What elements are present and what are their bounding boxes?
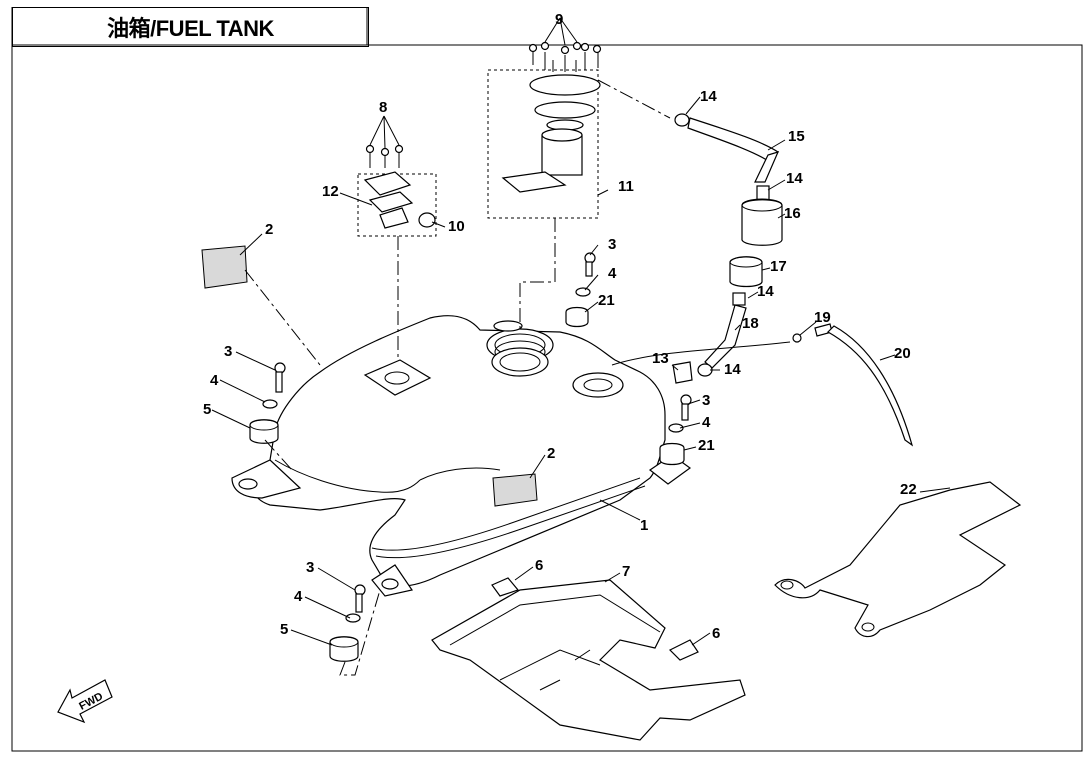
callout-3: 3 <box>608 236 616 253</box>
fwd-arrow-icon: FWD <box>57 679 113 724</box>
callout-13: 13 <box>652 350 669 367</box>
callout-16: 16 <box>784 205 801 222</box>
fuel-tank <box>231 315 692 597</box>
callout-12: 12 <box>322 183 339 200</box>
label-sticker <box>201 245 248 289</box>
diagram-title: 油箱/FUEL TANK <box>12 7 369 47</box>
callout-3: 3 <box>224 343 232 360</box>
callout-14: 14 <box>757 283 774 300</box>
callout-9: 9 <box>555 11 563 28</box>
callout-17: 17 <box>770 258 787 275</box>
callout-3: 3 <box>306 559 314 576</box>
callout-7: 7 <box>622 563 630 580</box>
mounting-hardware <box>249 252 692 676</box>
callout-4: 4 <box>702 414 711 431</box>
callout-15: 15 <box>788 128 805 145</box>
callout-21: 21 <box>598 292 615 309</box>
callout-22: 22 <box>900 481 917 498</box>
callout-5: 5 <box>280 621 288 638</box>
callout-4: 4 <box>210 372 219 389</box>
callout-3: 3 <box>702 392 710 409</box>
callout-1: 1 <box>640 517 648 534</box>
callout-14: 14 <box>786 170 803 187</box>
callout-8: 8 <box>379 99 387 116</box>
callout-10: 10 <box>448 218 465 235</box>
callout-5: 5 <box>203 401 211 418</box>
callout-labels: 1 2 2 3 3 3 3 4 4 4 4 5 5 6 6 7 8 9 10 1… <box>203 11 917 642</box>
callout-11: 11 <box>618 178 634 195</box>
callout-20: 20 <box>894 345 911 362</box>
callout-2: 2 <box>547 445 555 462</box>
heat-shield <box>774 481 1022 638</box>
callout-18: 18 <box>742 315 759 332</box>
fuel-hose-filter <box>597 79 914 447</box>
callout-4: 4 <box>608 265 617 282</box>
callout-14: 14 <box>700 88 717 105</box>
callout-21: 21 <box>698 437 715 454</box>
tank-support-bracket <box>431 577 746 741</box>
callout-19: 19 <box>814 309 831 326</box>
fuel-sender-assembly <box>357 144 437 237</box>
callout-4: 4 <box>294 588 303 605</box>
callout-6: 6 <box>712 625 720 642</box>
fuel-pump-assembly <box>487 41 602 219</box>
callout-14: 14 <box>724 361 741 378</box>
callout-2: 2 <box>265 221 273 238</box>
leader-lines <box>211 96 951 646</box>
callout-6: 6 <box>535 557 543 574</box>
